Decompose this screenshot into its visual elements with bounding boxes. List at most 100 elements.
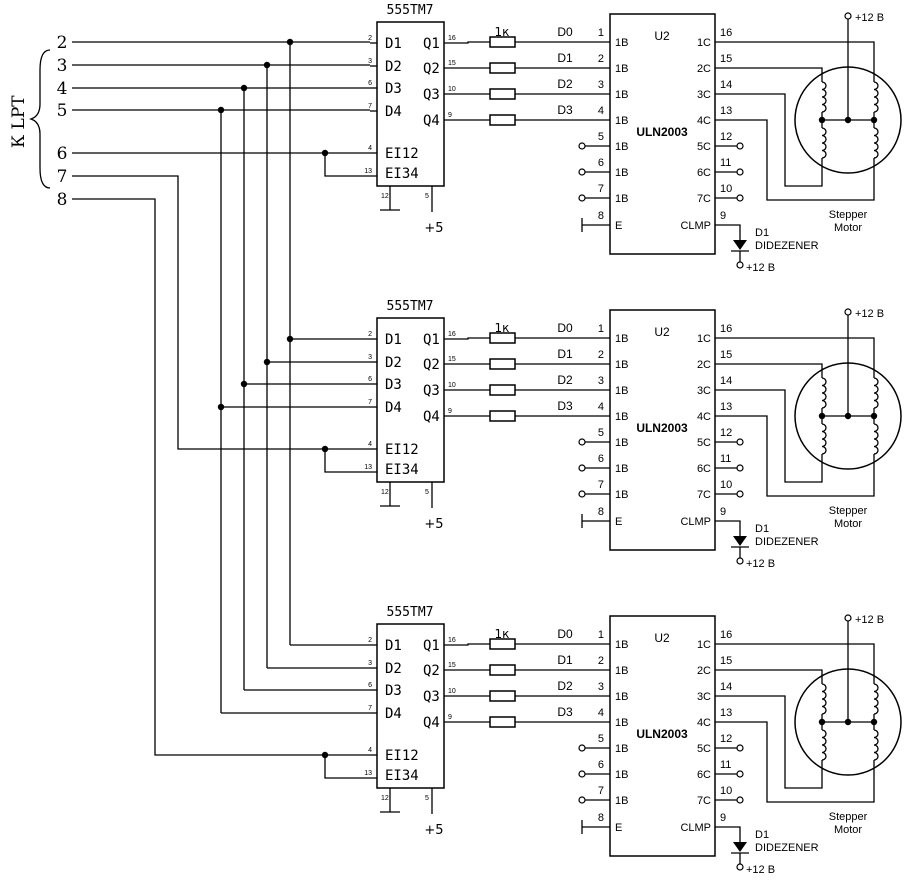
lpt-pin-label: 5 [57,101,68,121]
register-pin-number: 16 [448,35,456,42]
motor-junction [844,116,852,124]
driver-input-label: 1B [615,359,628,371]
driver-pin-number: 11 [720,453,731,465]
register-output-label: Q1 [423,332,440,348]
diode-supply-label: +12 B [746,864,775,876]
driver-pin-number: 6 [598,453,604,465]
motor-phase-wire [715,67,823,82]
lpt-pin-label: 4 [57,79,68,99]
motor-label: Motor [834,518,862,530]
motor-coil [873,377,879,409]
register-output-label: Q1 [423,36,440,52]
register-title: 555TM7 [387,3,434,18]
unused-output-terminal [736,490,744,498]
register-pin-number: 7 [368,399,372,406]
driver-input-label: 1B [615,691,628,703]
register-output-wire [444,337,490,340]
net-label: D3 [557,103,573,117]
driver-pin-number: 15 [720,53,732,65]
register-pin-number: 4 [368,441,372,448]
driver-title: ULN2003 [636,421,688,435]
bus-junction [240,380,248,388]
resistor [489,62,516,74]
vcc-label: +5 [424,517,443,532]
bus-junction [286,335,294,343]
register-title: 555TM7 [387,299,434,314]
driver-pin-number: 10 [720,785,732,797]
driver-output-label: CLMP [680,516,711,528]
zener-diode [733,240,747,250]
driver-pin-number: 6 [598,157,604,169]
driver-pin-number: 1 [598,27,604,39]
register-title: 555TM7 [387,605,434,620]
motor-coil [821,81,827,113]
net-label: D2 [557,373,573,387]
register-pin-number: 16 [448,637,456,644]
motor-label: Stepper [829,209,868,221]
driver-output-label: 7C [697,193,711,205]
register-pin-number: 15 [448,662,456,669]
driver-pin-number: 13 [720,707,732,719]
register-input-label: D2 [385,661,402,677]
driver-ref: U2 [654,631,670,645]
register-pin-number: 16 [448,331,456,338]
motor-supply-label: +12 B [855,12,884,24]
driver-pin-number: 9 [720,506,726,518]
lpt-enable-line [72,175,370,450]
bus-junction [240,84,248,92]
driver-input-label: 1B [615,743,628,755]
register-pin-number: 5 [425,489,429,496]
unused-input-terminal [578,438,586,446]
driver-pin-number: 16 [720,27,732,39]
driver-pin-number: 8 [598,506,604,518]
zener-diode [733,536,747,546]
driver-uln2003: U2ULN20031B11B21B31B41B51B61B7E81C162C15… [598,615,732,857]
driver-output-label: 7C [697,795,711,807]
register-input-label: D1 [385,36,402,52]
motor-coil [821,683,827,715]
register-enable-label: EI12 [385,748,419,764]
motor-phase-wire [715,643,875,684]
register-pin-number: 15 [448,60,456,67]
register-enable-label: EI34 [385,768,419,784]
unused-input-terminal [578,770,586,778]
register-input-label: D4 [385,706,402,722]
driver-pin-number: 1 [598,629,604,641]
driver-pin-number: 15 [720,349,732,361]
lpt-label: К LPT [9,95,29,148]
unused-output-terminal [736,168,744,176]
driver-input-label: 1B [615,89,628,101]
driver-pin-number: 9 [720,812,726,824]
motor-coil [873,127,879,159]
register-pin-number: 6 [368,376,372,383]
driver-body [609,615,716,857]
unused-input-terminal [578,194,586,202]
unused-input-terminal [578,142,586,150]
driver-pin-number: 13 [720,105,732,117]
register-pin-number: 4 [368,145,372,152]
motor-coil [821,423,827,455]
driver-pin-number: 4 [598,707,604,719]
driver-output-label: 3C [697,385,711,397]
net-label: D1 [557,653,573,667]
clamp-wire [715,826,741,842]
driver-pin-number: 2 [598,349,604,361]
motor-supply-terminal [844,614,852,622]
register-pin-number: 10 [448,382,456,389]
diode-type: DIDEZENER [755,240,819,252]
register-pin-number: 13 [364,168,372,175]
register-input-label: D4 [385,400,402,416]
bus-junction [263,358,271,366]
driver-input-label: 1B [615,795,628,807]
motor-supply-label: +12 B [855,614,884,626]
bus-junction [217,106,225,114]
driver-input-label: 1B [615,639,628,651]
vcc-label: +5 [424,823,443,838]
resistor-label: 1к [495,321,510,335]
motor-coil [873,423,879,455]
driver-output-label: 5C [697,743,711,755]
unused-output-terminal [736,194,744,202]
driver-pin-number: 3 [598,681,604,693]
